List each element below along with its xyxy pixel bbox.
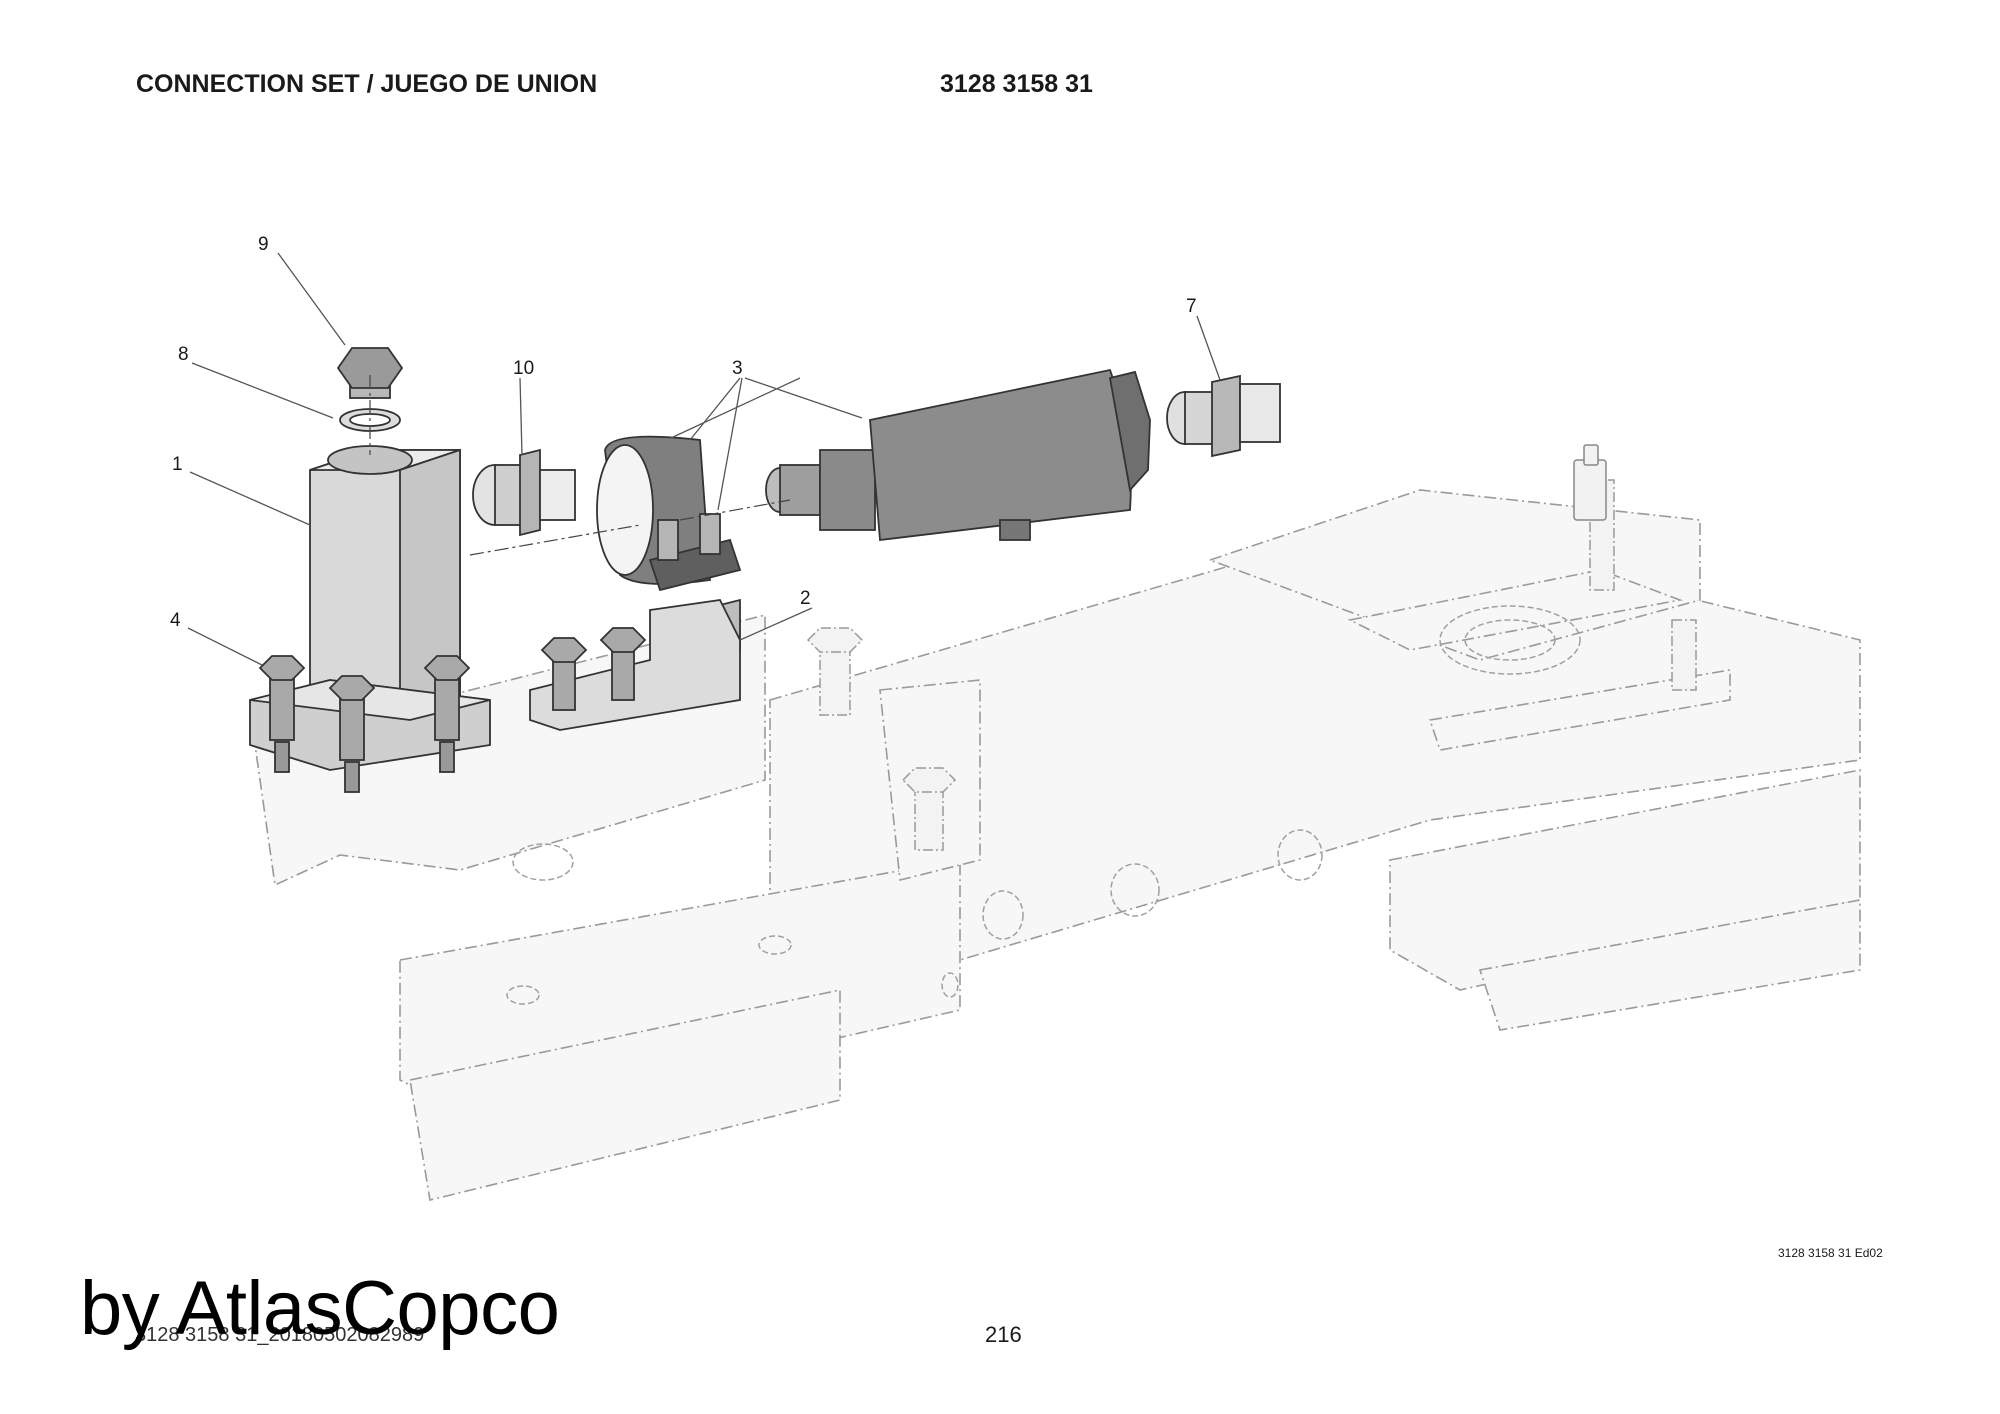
callout-4: 4 [170,610,181,631]
edition-label: 3128 3158 31 Ed02 [1778,1246,1883,1260]
document-id: 3128 3158 31_20180502082989 [135,1324,425,1346]
callout-8: 8 [178,344,189,365]
base-frame-holes [506,605,1581,1005]
callout-numbers: 9 8 1 4 10 3 2 7 [170,234,1197,631]
part-1-housing [309,445,461,722]
leader-lines [187,252,1221,666]
part-10-fitting [472,448,576,537]
ghost-top-right-bolt [1573,444,1607,521]
callout-3: 3 [732,358,743,379]
callout-10: 10 [513,358,534,379]
callout-9: 9 [258,234,269,255]
callout-7: 7 [1186,296,1197,317]
callout-2: 2 [800,588,811,609]
page-title: CONNECTION SET / JUEGO DE UNION [136,70,598,98]
callout-1: 1 [172,454,183,475]
base-frame-ghost [254,489,1861,1201]
part-4-flange-bolts [249,655,491,793]
part-7-fitting [1166,374,1281,458]
part-2-bracket [529,599,741,731]
assembly-center-lines [369,375,791,556]
base-frame-ghost-bolts [806,479,1697,851]
watermark: by AtlasCopco [80,1266,560,1351]
page-number: 216 [985,1322,1022,1347]
part-number: 3128 3158 31 [940,70,1093,98]
main-cylinder-assembly [765,368,1151,542]
